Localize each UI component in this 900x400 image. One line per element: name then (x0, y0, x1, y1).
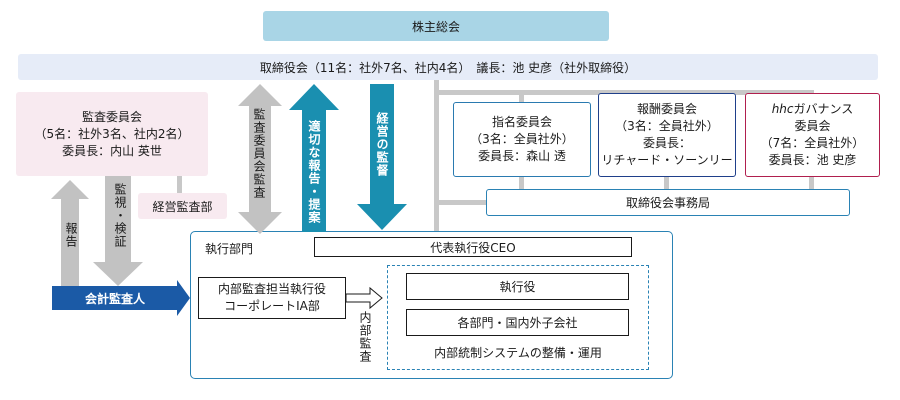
connector-line (177, 176, 182, 194)
shareholders-meeting-label: 株主総会 (411, 19, 460, 34)
governance-committee-members: （7名：全員社外） (760, 136, 865, 150)
audit-committee-audit-arrow (238, 84, 282, 234)
appropriate-report-arrow-up (289, 84, 339, 232)
governance-committee-chair: 委員長：池 史彦 (768, 153, 857, 167)
appropriate-report-label: 適切な報告・提案 (307, 120, 321, 224)
audit-committee-audit-label: 監査委員会監査 (252, 108, 266, 199)
internal-control-label: 内部統制システムの整備・運用 (434, 345, 602, 360)
internal-audit-officer: 内部監査担当執行役 (217, 282, 326, 296)
management-audit-dept-box: 経営監査部 (138, 193, 227, 219)
connector-line (434, 90, 814, 95)
board-office-box: 取締役会事務局 (486, 189, 850, 216)
connector-line (664, 177, 669, 191)
governance-committee-title-2: 委員会 (794, 119, 831, 133)
governance-committee-title-em: hhc (771, 102, 794, 116)
governance-committee-title: hhcガバナンス (772, 101, 854, 118)
accounting-auditor-label: 会計監査人 (84, 291, 145, 306)
accounting-auditor-box: 会計監査人 (52, 286, 178, 310)
board-of-directors-label: 取締役会（11名：社外7名、社内4名） 議長：池 史彦（社外取締役） (259, 60, 637, 75)
shareholders-meeting-box: 株主総会 (263, 11, 609, 41)
management-audit-dept-label: 経営監査部 (152, 199, 213, 214)
subsidiaries-box: 各部門・国内外子会社 (406, 309, 629, 336)
internal-audit-vertical-label: 内部監査 (358, 311, 372, 363)
connector-line (809, 177, 814, 191)
internal-control-dashed-area (387, 265, 649, 370)
connector-line (519, 90, 524, 102)
management-supervision-arrow-down (357, 84, 407, 230)
governance-committee-title-rest: ガバナンス (793, 102, 854, 116)
compensation-committee-chair: リチャード・ソーンリー (601, 153, 733, 167)
internal-audit-arrow (345, 286, 383, 310)
executive-officers-label: 執行役 (499, 280, 536, 294)
compensation-committee-title: 報酬委員会 (636, 102, 697, 116)
audit-committee-box: 監査委員会 （5名：社外3名、社内2名） 委員長：内山 英世 (16, 92, 208, 176)
report-label: 報告 (64, 222, 78, 248)
compensation-committee-chair-label: 委員長： (642, 136, 691, 150)
audit-committee-title: 監査委員会 (81, 109, 142, 124)
nomination-committee-chair: 委員長：森山 透 (478, 149, 566, 163)
board-of-directors-band: 取締役会（11名：社外7名、社内4名） 議長：池 史彦（社外取締役） (18, 54, 878, 80)
ceo-label: 代表執行役CEO (430, 240, 516, 255)
connector-line (434, 200, 486, 205)
governance-committee-box: hhcガバナンス 委員会 （7名：全員社外） 委員長：池 史彦 (745, 93, 880, 177)
compensation-committee-members: （3名：全員社外） (615, 119, 719, 133)
board-office-label: 取締役会事務局 (625, 196, 710, 210)
compensation-committee-box: 報酬委員会 （3名：全員社外） 委員長： リチャード・ソーンリー (598, 93, 736, 177)
nomination-committee-title: 指名委員会 (491, 115, 552, 129)
report-arrow-up (51, 180, 89, 286)
audit-committee-chair: 委員長：内山 英世 (62, 143, 162, 158)
monitor-verify-label: 監視・検証 (113, 183, 127, 248)
connector-line (434, 80, 439, 232)
internal-audit-box: 内部監査担当執行役 コーポレートIA部 (198, 277, 346, 319)
executive-officers-box: 執行役 (406, 273, 629, 300)
subsidiaries-label: 各部門・国内外子会社 (457, 316, 578, 330)
monitor-verify-arrow-down (93, 176, 143, 286)
audit-committee-members: （5名：社外3名、社内2名） (34, 126, 190, 141)
management-supervision-label: 経営の監督 (375, 112, 389, 177)
connector-line (519, 177, 524, 191)
ceo-box: 代表執行役CEO (314, 237, 632, 257)
executive-division-label: 執行部門 (205, 242, 254, 256)
corporate-ia-dept: コーポレートIA部 (224, 299, 320, 313)
accounting-auditor-arrowhead (177, 280, 190, 316)
nomination-committee-members: （3名：全員社外） (470, 132, 574, 146)
nomination-committee-box: 指名委員会 （3名：全員社外） 委員長：森山 透 (453, 102, 591, 177)
